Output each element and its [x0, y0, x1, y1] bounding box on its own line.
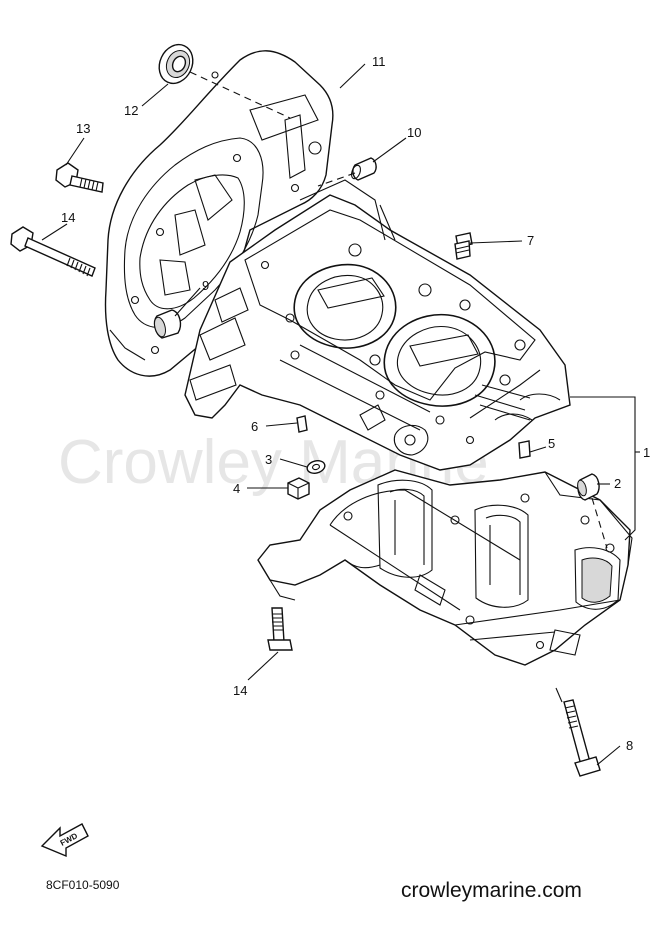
callout-7: 7	[527, 233, 534, 248]
callout-10: 10	[407, 125, 421, 140]
dowel-pin-part-10[interactable]	[350, 157, 377, 181]
callout-14-upper: 14	[61, 210, 75, 225]
callout-9: 9	[202, 278, 209, 293]
callout-5: 5	[548, 436, 555, 451]
leader-lines	[41, 63, 640, 766]
collar-part-9[interactable]	[153, 309, 182, 339]
callout-4: 4	[233, 481, 240, 496]
long-bolt-part-8[interactable]	[563, 699, 601, 777]
site-name[interactable]: crowleymarine.com	[401, 879, 582, 902]
callout-8: 8	[626, 738, 633, 753]
collar-part-2[interactable]	[576, 473, 600, 501]
diagram-code: 8CF010-5090	[46, 878, 120, 892]
callout-2: 2	[614, 476, 621, 491]
dowel-pin-part-5[interactable]	[518, 440, 531, 459]
callout-12: 12	[124, 103, 138, 118]
oil-seal-part-12[interactable]	[153, 39, 199, 89]
callout-1: 1	[643, 445, 650, 460]
callout-6: 6	[251, 419, 258, 434]
collar2-alignment-line	[591, 497, 608, 549]
dowel-pin-part-6[interactable]	[296, 415, 308, 433]
washer-part-3[interactable]	[306, 459, 326, 475]
bolt-part-14-lower[interactable]	[267, 607, 293, 651]
callout-3: 3	[265, 452, 272, 467]
bolt-part-4[interactable]	[287, 477, 310, 500]
lower-crankcase-part-1[interactable]	[257, 469, 633, 666]
plug-screw-part-7[interactable]	[454, 232, 473, 260]
callout-13: 13	[76, 121, 90, 136]
pin10-alignment-line	[317, 172, 356, 187]
callout-11: 11	[372, 54, 386, 69]
long-bolt-part-14-upper[interactable]	[10, 226, 96, 277]
callout-14-lower: 14	[233, 683, 247, 698]
seal-alignment-line	[189, 71, 291, 119]
bolt-part-13[interactable]	[55, 162, 104, 193]
upper-crankcase-part-1[interactable]	[184, 179, 571, 471]
crankcase-cover-part-11[interactable]	[104, 50, 334, 377]
fwd-arrow-icon: FWD	[40, 823, 89, 858]
